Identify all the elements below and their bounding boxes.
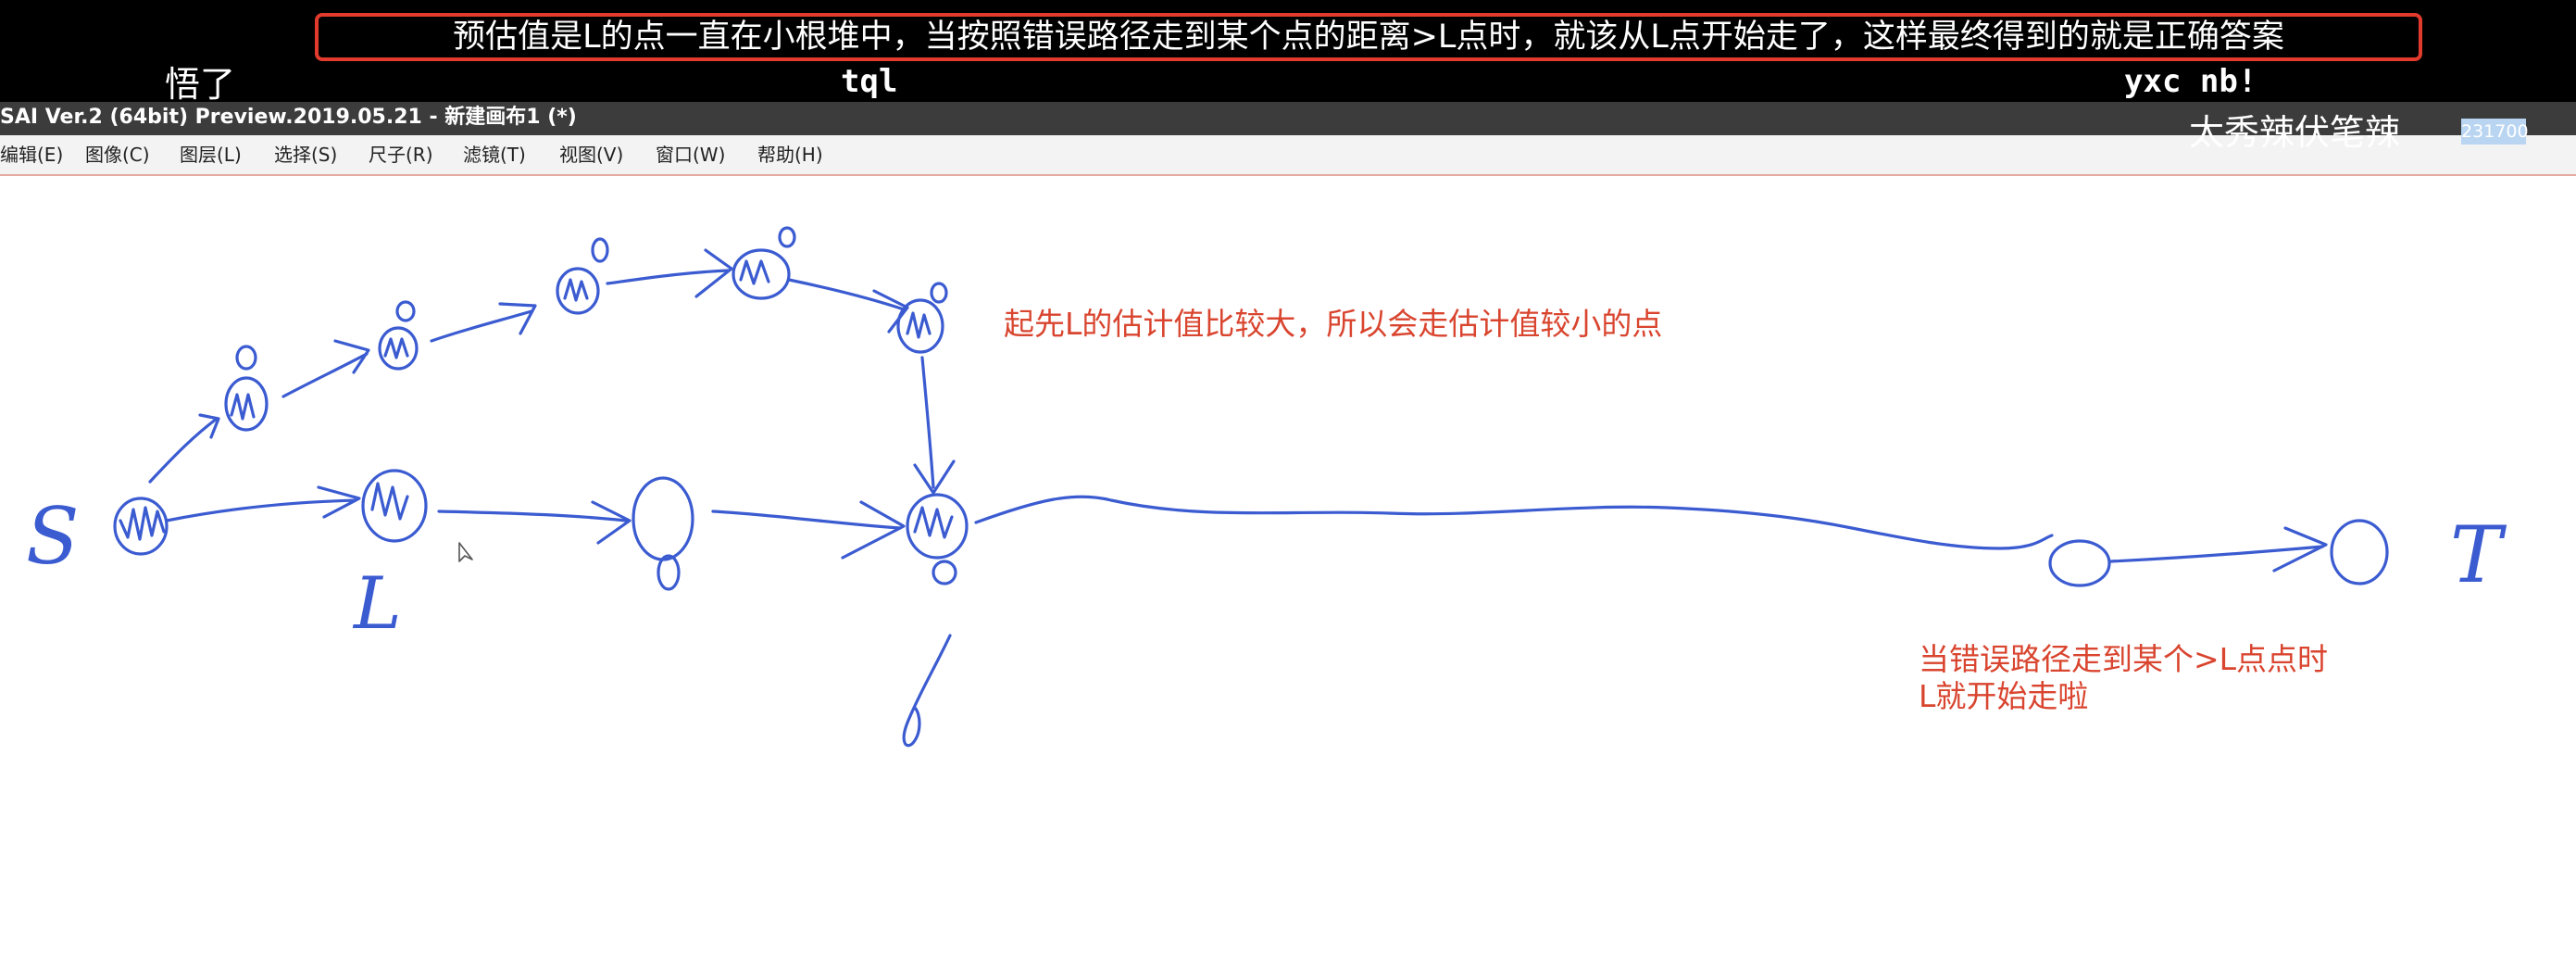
start-node-label: S — [26, 491, 80, 582]
status-value: 231700 — [2461, 119, 2529, 145]
danmaku-layer: 预估值是L的点一直在小根堆中，当按照错误路径走到某个点的距离>L点时，就该从L点… — [0, 0, 2576, 105]
arrow-head — [198, 413, 220, 439]
highlighted-danmaku: 预估值是L的点一直在小根堆中，当按照错误路径走到某个点的距离>L点时，就该从L点… — [315, 13, 2422, 61]
edge-arrow — [437, 510, 628, 522]
menu-window[interactable]: 窗口(W) — [656, 144, 726, 166]
arrow-head — [591, 500, 631, 545]
edge-arrow — [920, 356, 935, 489]
junction-node — [906, 493, 969, 585]
window-titlebar[interactable]: SAI Ver.2 (64bit) Preview.2019.05.21 - 新… — [0, 102, 2576, 135]
graph-node — [2048, 539, 2111, 587]
menu-bar: 编辑(E) 图像(C) 图层(L) 选择(S) 尺子(R) 滤镜(T) 视图(V… — [0, 135, 2576, 176]
menu-help[interactable]: 帮助(H) — [757, 144, 823, 166]
graph-node — [2330, 519, 2389, 585]
upper-node — [224, 345, 269, 432]
arrow-head — [333, 339, 370, 374]
upper-node — [732, 226, 796, 300]
upper-node — [378, 300, 419, 371]
l-node-label: L — [352, 562, 402, 646]
danmaku-comment: 悟了 — [165, 64, 236, 105]
window-title: SAI Ver.2 (64bit) Preview.2019.05.21 - 新… — [0, 106, 577, 129]
end-node-label: T — [2450, 510, 2507, 600]
arrow-head — [694, 248, 733, 298]
start-node — [113, 497, 169, 556]
edge-arrow — [711, 510, 902, 530]
graph-node — [631, 476, 694, 591]
canvas-note: L就开始走啦 — [1919, 678, 2089, 714]
arrow-head — [317, 485, 361, 519]
menu-ruler[interactable]: 尺子(R) — [369, 144, 433, 166]
edge-arrow — [787, 278, 906, 311]
arrow-head — [913, 459, 956, 495]
canvas-note: 当错误路径走到某个>L点点时 — [1919, 641, 2329, 677]
menu-image[interactable]: 图像(C) — [85, 144, 150, 166]
menu-edit[interactable]: 编辑(E) — [0, 144, 64, 166]
arrow-head — [872, 289, 909, 333]
long-edge — [974, 495, 2054, 550]
edge-arrow — [2109, 545, 2324, 563]
menu-view[interactable]: 视图(V) — [559, 144, 624, 166]
canvas-note: 起先L的估计值比较大，所以会走估计值较小的点 — [1004, 306, 1663, 342]
handwritten-graph: S L — [26, 226, 2507, 748]
danmaku-comment: 太秀辣伏笔辣 — [2189, 112, 2401, 153]
l-node — [361, 469, 428, 543]
edge-arrow — [281, 352, 369, 398]
pen-stroke — [902, 634, 952, 748]
arrow-head — [498, 302, 537, 335]
arrow-head — [2272, 526, 2328, 573]
drawing-canvas[interactable]: S L — [0, 176, 2576, 969]
danmaku-comment: yxc nb! — [2124, 63, 2257, 100]
upper-node — [556, 237, 609, 315]
edge-arrow — [606, 269, 730, 285]
menu-select[interactable]: 选择(S) — [274, 144, 338, 166]
menu-layer[interactable]: 图层(L) — [180, 144, 242, 166]
cursor-icon — [458, 542, 473, 562]
arrow-head — [841, 500, 906, 560]
edge-arrow — [148, 417, 219, 484]
edge-arrow — [165, 498, 357, 522]
menu-filter[interactable]: 滤镜(T) — [463, 144, 526, 166]
upper-node — [896, 282, 948, 354]
edge-arrow — [430, 309, 533, 343]
danmaku-comment: tql — [841, 63, 898, 100]
